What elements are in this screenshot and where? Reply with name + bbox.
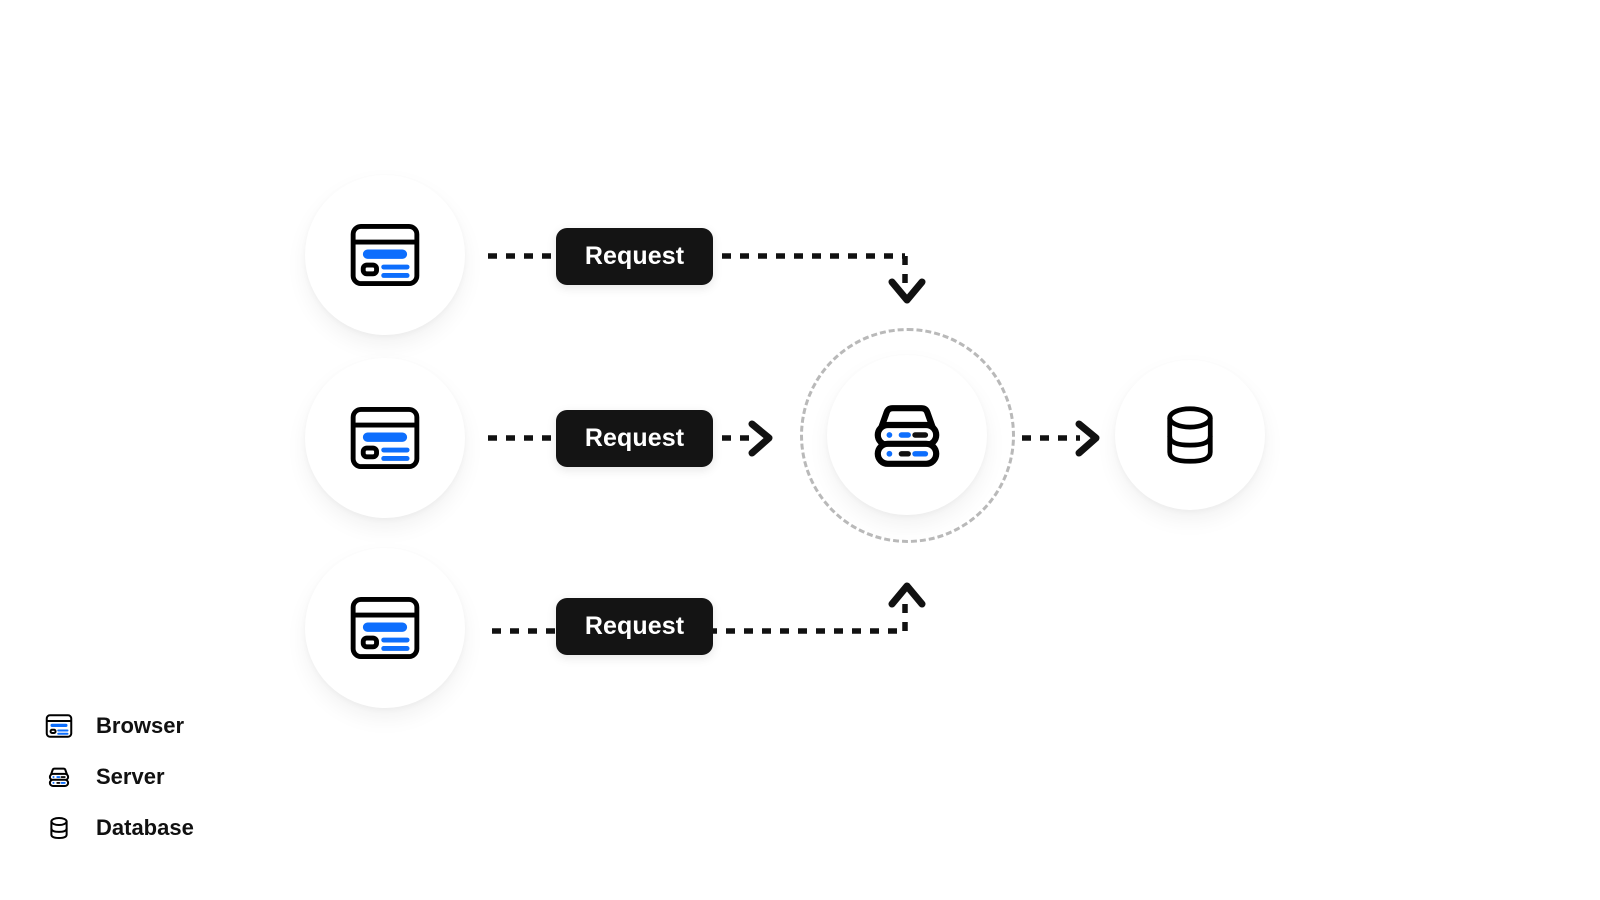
database-icon <box>1167 406 1213 464</box>
edge-label-request-middle[interactable]: Request <box>556 410 713 467</box>
server-icon <box>42 760 76 794</box>
arrowhead-right-to-server <box>748 420 773 457</box>
server-highlight-ring <box>800 328 1015 543</box>
legend: Browser Server <box>42 700 194 853</box>
legend-label-browser: Browser <box>96 712 185 738</box>
node-server-1[interactable] <box>827 355 987 515</box>
legend-label-database: Database <box>96 814 194 840</box>
browser-icon <box>42 709 76 743</box>
node-database-1[interactable] <box>1115 360 1265 510</box>
arrowhead-down-to-server <box>888 278 926 304</box>
browser-icon <box>350 223 420 287</box>
browser-icon <box>350 406 420 470</box>
edge-label-request-bottom[interactable]: Request <box>556 598 713 655</box>
legend-item-database: Database <box>42 802 194 853</box>
legend-item-server: Server <box>42 751 194 802</box>
arrowhead-up-to-server <box>888 582 926 608</box>
legend-label-server: Server <box>96 763 165 789</box>
database-icon <box>42 811 76 845</box>
browser-icon <box>350 596 420 660</box>
edge-label-request-top[interactable]: Request <box>556 228 713 285</box>
arrowhead-right-to-database <box>1075 420 1100 457</box>
node-browser-3[interactable] <box>305 548 465 708</box>
legend-item-browser: Browser <box>42 700 194 751</box>
node-browser-1[interactable] <box>305 175 465 335</box>
node-browser-2[interactable] <box>305 358 465 518</box>
server-icon <box>874 405 940 467</box>
